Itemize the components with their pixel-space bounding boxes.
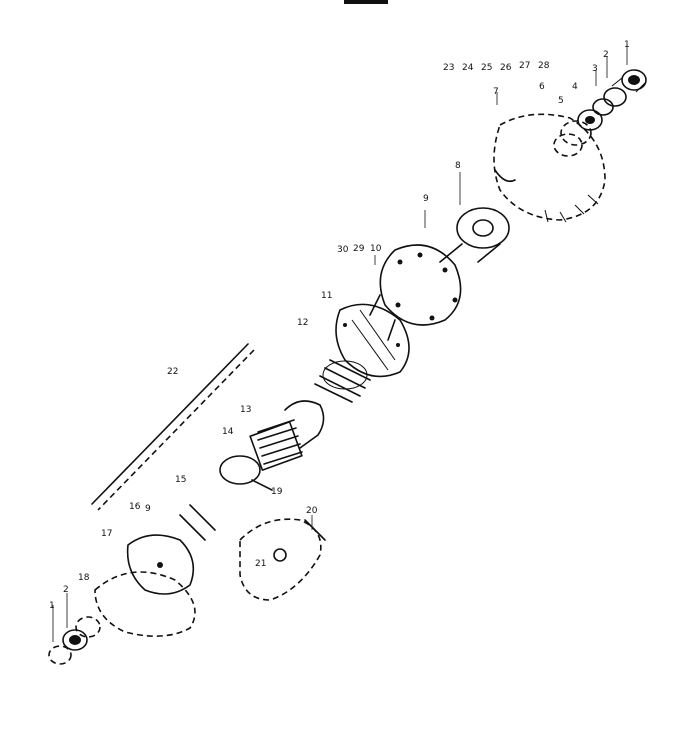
callout-27: 27	[519, 61, 530, 71]
part-8-flange	[439, 207, 510, 263]
header-mark-bar	[344, 0, 388, 4]
part-18-lower-bearing	[48, 616, 101, 665]
callout-10: 10	[370, 244, 382, 254]
leader-lines	[52, 45, 628, 642]
callout-22: 22	[167, 367, 178, 377]
callout-7: 7	[493, 87, 499, 97]
callout-30: 30	[337, 245, 349, 255]
callout-24: 24	[462, 63, 474, 73]
part-10-hub	[369, 244, 462, 341]
part-1-top-nut	[611, 69, 647, 93]
callout-17: 17	[101, 529, 112, 539]
part-11-12-flange	[335, 303, 410, 378]
spring-coil	[314, 359, 371, 403]
callout-11: 11	[321, 291, 332, 301]
lower-disc	[94, 571, 196, 637]
callout-15: 15	[175, 475, 186, 485]
callout-6-top: 6	[539, 82, 545, 92]
callout-19: 19	[271, 487, 283, 497]
header-mark: ■■■■■	[0, 0, 5, 1]
callout-4: 4	[572, 82, 578, 92]
part-16-17-lower-flange	[126, 504, 216, 595]
callout-28: 28	[538, 61, 550, 71]
part-2-3-washers	[592, 87, 627, 116]
part-19-21-bracket	[239, 518, 326, 601]
callout-1-low: 1	[49, 601, 55, 611]
callout-20: 20	[306, 506, 318, 516]
callout-25: 25	[481, 63, 492, 73]
callout-5: 5	[558, 96, 564, 106]
callout-2-low: 2	[63, 585, 69, 595]
callout-12: 12	[297, 318, 308, 328]
callout-18: 18	[78, 573, 90, 583]
callout-8: 8	[455, 161, 461, 171]
part-7-sprocket	[493, 113, 606, 223]
callout-29: 29	[353, 244, 365, 254]
callout-26-top: 26	[500, 63, 512, 73]
callout-21: 21	[255, 559, 266, 569]
callout-labels: 1 2 3 4 5 6 7 23 24 25 26 27 28 8 9 30 2…	[49, 40, 630, 611]
callout-14: 14	[222, 427, 234, 437]
callout-9-mid: 9	[423, 194, 429, 204]
part-13-14-sleeve	[249, 400, 325, 471]
callout-1-top: 1	[624, 40, 630, 50]
callout-23: 23	[443, 63, 454, 73]
callout-3-top: 3	[592, 64, 598, 74]
callout-13: 13	[240, 405, 251, 415]
callout-9-low: 9	[145, 504, 151, 514]
part-15-end-cap	[219, 455, 273, 491]
callout-2-top: 2	[603, 50, 609, 60]
part-22-axle	[91, 343, 255, 511]
part-4-5-bearing	[553, 109, 603, 157]
callout-16: 16	[129, 502, 141, 512]
